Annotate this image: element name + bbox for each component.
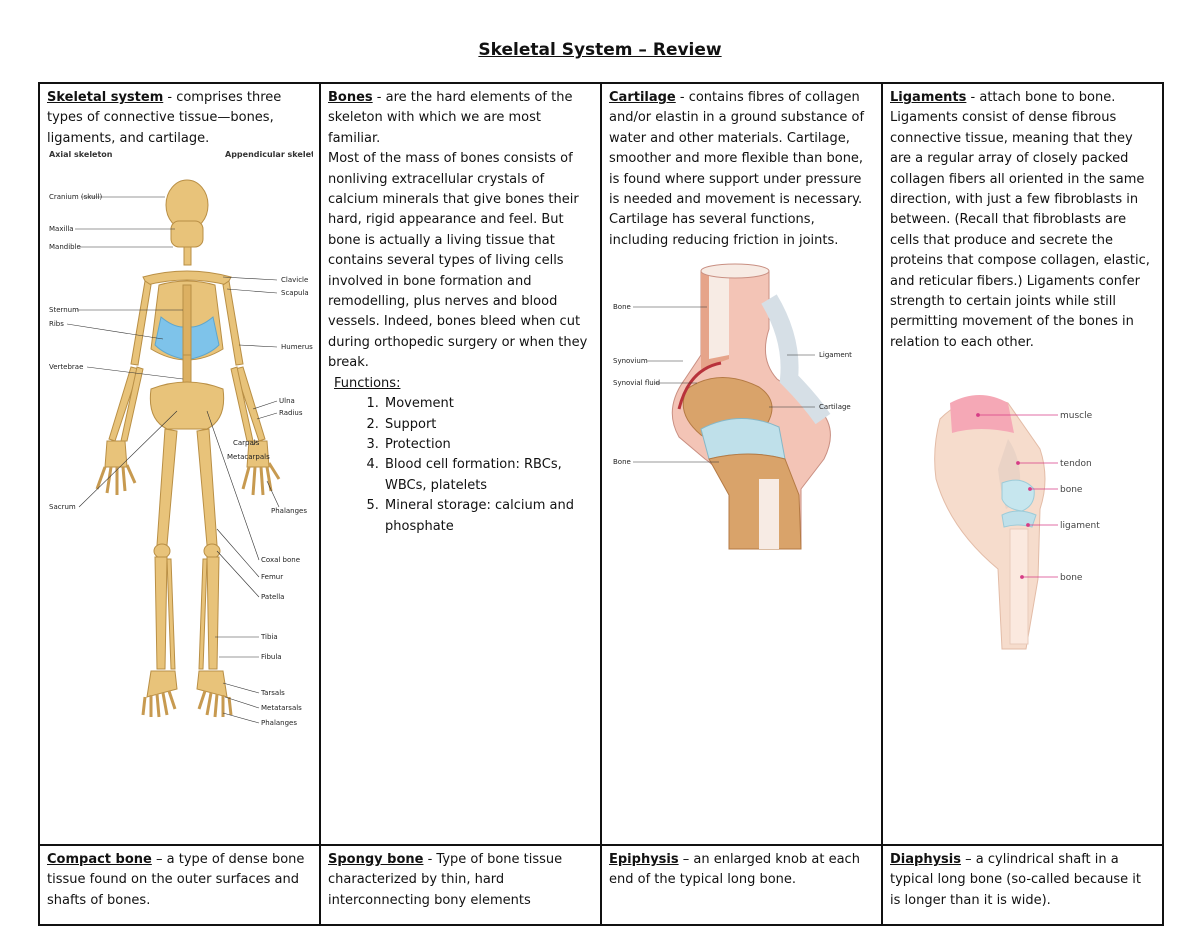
knee-ligament-diagram: muscle tendon bone ligament bone (934, 395, 1100, 650)
page-title: Skeletal System – Review (478, 40, 722, 60)
functions-title: Functions: (334, 375, 401, 391)
term-cartilage: Cartilage (609, 90, 676, 105)
term-epiphysis: Epiphysis (609, 852, 679, 867)
skeleton-labels: Cranium (skull) Maxilla Mandible Sternum… (49, 193, 313, 727)
label-bone-upper: bone (1060, 485, 1083, 495)
compact-bone-definition: – a type of dense bone tissue found on t… (47, 852, 305, 908)
skeleton-figure (95, 179, 281, 718)
joint-leader-lines (633, 306, 815, 463)
bones-definition: - are the hard elements of the skeleton … (328, 90, 573, 146)
label-bone-lower: bone (1060, 573, 1083, 583)
label-carpals: Carpals (233, 439, 260, 447)
label-vertebrae: Vertebrae (49, 363, 83, 371)
list-item: Support (383, 415, 593, 435)
label-maxilla: Maxilla (49, 225, 74, 233)
label-tibia: Tibia (260, 633, 278, 641)
label-ribs: Ribs (49, 320, 64, 328)
knee-leader-lines (976, 413, 1058, 580)
ligaments-definition: - attach bone to bone. Ligaments consist… (890, 90, 1150, 350)
label-patella: Patella (261, 593, 284, 601)
review-table: Skeletal system - comprises three types … (38, 82, 1164, 926)
term-spongy-bone: Spongy bone (328, 852, 424, 867)
label-sacrum: Sacrum (49, 503, 76, 511)
cell-compact-bone: Compact bone – a type of dense bone tiss… (38, 844, 321, 926)
label-bone-bottom: Bone (613, 458, 631, 466)
cell-ligaments: Ligaments - attach bone to bone. Ligamen… (881, 82, 1164, 846)
label-scapula: Scapula (281, 289, 309, 297)
term-ligaments: Ligaments (890, 90, 967, 105)
label-mandible: Mandible (49, 243, 81, 251)
skeleton-diagram: Axial skeleton Appendicular skeleton (49, 150, 313, 727)
label-metacarpals: Metacarpals (227, 453, 270, 461)
skeletal-system-definition: - comprises three types of connective ti… (47, 90, 282, 146)
label-synovium: Synovium (613, 357, 648, 365)
label-femur: Femur (261, 573, 283, 581)
list-item: Movement (383, 394, 593, 414)
appendicular-skeleton-header: Appendicular skeleton (225, 150, 313, 159)
bones-paragraph: Most of the mass of bones consists of no… (328, 151, 588, 371)
label-tendon: tendon (1060, 459, 1092, 469)
spongy-bone-definition: - Type of bone tissue characterized by t… (328, 852, 563, 908)
list-item: Protection (383, 435, 593, 455)
label-sternum: Sternum (49, 306, 79, 314)
label-metatarsals: Metatarsals (261, 704, 302, 712)
label-humerus: Humerus (281, 343, 313, 351)
label-cranium: Cranium (skull) (49, 193, 102, 201)
label-synovial-fluid: Synovial fluid (613, 379, 660, 387)
label-ligament-knee: ligament (1060, 521, 1100, 531)
ligaments-text: Ligaments - attach bone to bone. Ligamen… (890, 88, 1155, 353)
functions-list: Movement Support Protection Blood cell f… (328, 394, 593, 537)
cartilage-definition: - contains fibres of collagen and/or ela… (609, 90, 865, 248)
label-phalanges-hand: Phalanges (271, 507, 307, 515)
knee-illustration (934, 395, 1046, 650)
term-skeletal-system: Skeletal system (47, 90, 164, 105)
synovial-joint-diagram: Bone Synovium Synovial fluid Bone Ligame… (613, 263, 852, 550)
label-ulna: Ulna (279, 397, 295, 405)
knee-labels: muscle tendon bone ligament bone (1060, 411, 1100, 583)
label-cartilage: Cartilage (819, 403, 851, 411)
cartilage-text: Cartilage - contains fibres of collagen … (609, 88, 874, 251)
label-clavicle: Clavicle (281, 276, 308, 284)
cell-bones: Bones - are the hard elements of the ske… (319, 82, 602, 846)
bones-text: Bones - are the hard elements of the ske… (328, 88, 593, 149)
cell-epiphysis: Epiphysis – an enlarged knob at each end… (600, 844, 883, 926)
diaphysis-definition: – a cylindrical shaft in a typical long … (890, 852, 1141, 908)
label-phalanges-foot: Phalanges (261, 719, 297, 727)
cell-diaphysis: Diaphysis – a cylindrical shaft in a typ… (881, 844, 1164, 926)
skeletal-system-text: Skeletal system - comprises three types … (47, 88, 312, 149)
list-item: Mineral storage: calcium and phosphate (383, 496, 593, 537)
skeleton-leader-lines (66, 196, 280, 724)
axial-skeleton-header: Axial skeleton (49, 150, 113, 159)
term-diaphysis: Diaphysis (890, 852, 961, 867)
label-muscle: muscle (1060, 411, 1093, 421)
term-compact-bone: Compact bone (47, 852, 152, 867)
label-radius: Radius (279, 409, 303, 417)
cell-spongy-bone: Spongy bone - Type of bone tissue charac… (319, 844, 602, 926)
list-item: Blood cell formation: RBCs, WBCs, platel… (383, 455, 593, 496)
joint-labels: Bone Synovium Synovial fluid Bone Ligame… (613, 303, 852, 466)
label-bone-top: Bone (613, 303, 631, 311)
label-tarsals: Tarsals (260, 689, 285, 697)
epiphysis-definition: – an enlarged knob at each end of the ty… (609, 852, 860, 888)
term-bones: Bones (328, 90, 373, 105)
cell-cartilage: Cartilage - contains fibres of collagen … (600, 82, 883, 846)
label-fibula: Fibula (261, 653, 282, 661)
label-ligament: Ligament (819, 351, 852, 359)
joint-illustration (671, 263, 831, 550)
label-coxal-bone: Coxal bone (261, 556, 300, 564)
cell-skeletal-system: Skeletal system - comprises three types … (38, 82, 321, 846)
